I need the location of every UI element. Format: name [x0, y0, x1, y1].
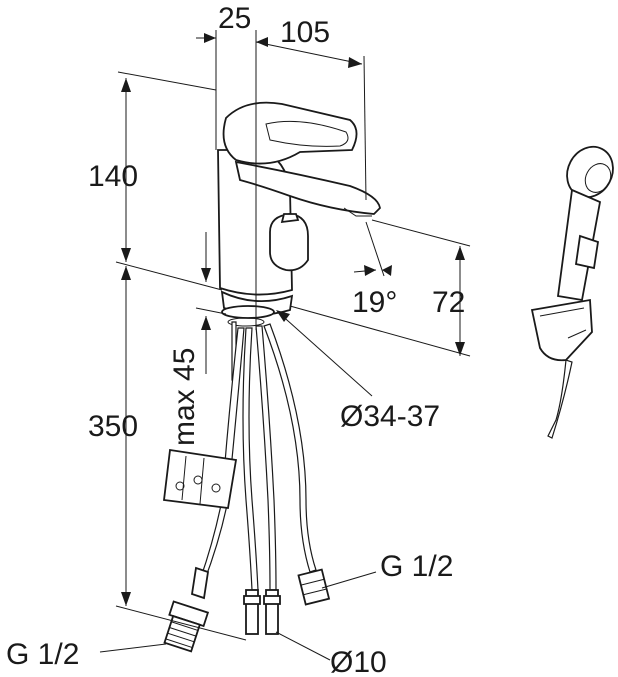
- dim-105: 105: [280, 16, 330, 49]
- dim-350: 350: [88, 410, 138, 443]
- hand-shower-icon: [530, 145, 614, 439]
- faucet-icon: [217, 101, 381, 327]
- instruction-card-icon: [162, 448, 238, 510]
- dim-g-half-right: G 1/2: [380, 550, 453, 583]
- hoses: [163, 321, 331, 653]
- dim-max-45: max 45: [168, 348, 201, 446]
- dim-72: 72: [432, 286, 465, 319]
- dim-hole-diameter: Ø34-37: [340, 400, 440, 433]
- dim-19-degrees: 19°: [352, 286, 397, 319]
- dim-25: 25: [218, 2, 251, 35]
- dimension-lines: [99, 30, 471, 661]
- dim-140: 140: [88, 160, 138, 193]
- dim-g-half-left: G 1/2: [6, 638, 79, 671]
- dim-hose-diameter: Ø10: [330, 646, 387, 677]
